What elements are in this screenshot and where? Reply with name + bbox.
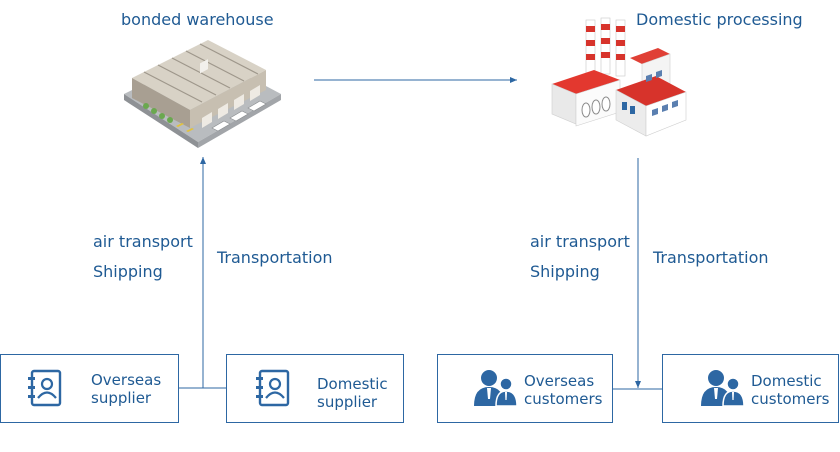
right-transportation: Transportation [653,248,769,267]
overseas-customers-line1: Overseas [524,372,595,390]
users-icon [701,370,745,407]
overseas-supplier-label: Overseas supplier [91,371,161,407]
domestic-supplier-line2: supplier [317,393,378,411]
left-mode-air: air transport [93,232,193,251]
processing-label: Domestic processing [636,10,803,29]
domestic-supplier-line1: Domestic [317,375,388,393]
left-mode-shipping: Shipping [93,262,163,281]
factory-icon [551,17,687,137]
warehouse-label: bonded warehouse [121,10,274,29]
domestic-customers-line2: customers [751,390,830,408]
domestic-supplier-box: Domestic supplier [226,354,404,423]
overseas-supplier-line1: Overseas [91,371,162,389]
domestic-customers-box: Domestic customers [662,354,839,423]
users-icon [474,370,518,407]
right-mode-air: air transport [530,232,630,251]
left-transportation: Transportation [217,248,333,267]
domestic-customers-label: Domestic customers [751,372,829,408]
overseas-customers-label: Overseas customers [524,372,602,408]
overseas-customers-line2: customers [524,390,603,408]
contact-book-icon [256,369,290,407]
right-mode-shipping: Shipping [530,262,600,281]
warehouse-icon [124,40,281,148]
overseas-customers-box: Overseas customers [437,354,613,423]
domestic-customers-line1: Domestic [751,372,822,390]
domestic-supplier-label: Domestic supplier [317,375,388,411]
overseas-supplier-line2: supplier [91,389,152,407]
contact-book-icon [28,369,62,407]
overseas-supplier-box: Overseas supplier [0,354,179,423]
